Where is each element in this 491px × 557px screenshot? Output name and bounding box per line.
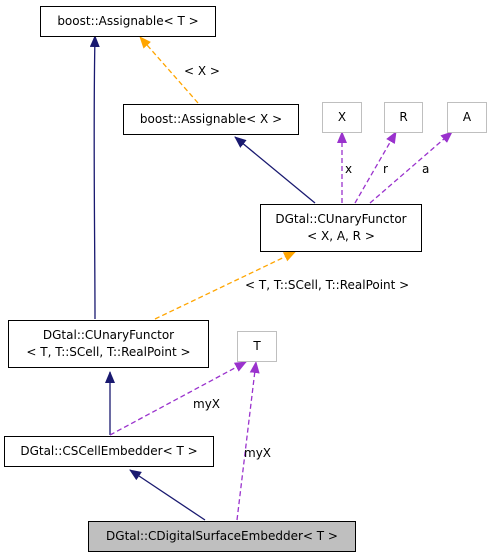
node-cunary-functor-t[interactable]: DGtal::CUnaryFunctor < T, T::SCell, T::R… <box>8 320 209 368</box>
edge-cdigital-to-T <box>236 361 260 521</box>
node-R[interactable]: R <box>384 102 423 133</box>
edge-label-r: r <box>383 162 388 176</box>
node-label: X <box>337 110 347 124</box>
node-T[interactable]: T <box>237 331 277 362</box>
edge-assignable-x-to-assignable-t <box>139 36 199 104</box>
node-cdigital-surface-embedder[interactable]: DGtal::CDigitalSurfaceEmbedder< T > <box>88 521 356 552</box>
edge-cunary-xar-to-R <box>354 131 397 204</box>
edge-label-myx-left: myX <box>193 397 221 411</box>
node-label: DGtal::CSCellEmbedder< T > <box>20 444 198 458</box>
node-label-line2: < T, T::SCell, T::RealPoint > <box>26 345 191 359</box>
node-boost-assignable-x[interactable]: boost::Assignable< X > <box>123 104 299 135</box>
edge-cunary-t-to-cunary-xar <box>154 251 296 320</box>
edge-cunary-xar-to-A <box>369 131 453 204</box>
edge-label-template-x: < X > <box>184 64 220 78</box>
node-cunary-functor-xar[interactable]: DGtal::CUnaryFunctor < X, A, R > <box>260 204 422 252</box>
node-A[interactable]: A <box>447 102 487 133</box>
edge-label-a: a <box>422 162 430 176</box>
node-boost-assignable-t[interactable]: boost::Assignable< T > <box>40 6 216 37</box>
edge-cscell-to-T <box>109 361 247 436</box>
node-label: A <box>462 110 472 124</box>
node-label: boost::Assignable< T > <box>57 14 199 28</box>
edge-label-x: x <box>345 162 353 176</box>
node-label-line1: DGtal::CUnaryFunctor <box>275 212 407 226</box>
node-label-line1: DGtal::CUnaryFunctor <box>42 328 175 342</box>
edge-cunary-t-to-assignable-t <box>89 35 100 320</box>
edge-cdigital-to-cscell <box>129 469 206 521</box>
edge-label-template-t-scell: < T, T::SCell, T::RealPoint > <box>245 278 410 292</box>
node-label: T <box>253 339 261 353</box>
node-label: DGtal::CDigitalSurfaceEmbedder< T > <box>106 529 338 543</box>
node-label: R <box>399 110 408 124</box>
node-label: boost::Assignable< X > <box>139 112 283 126</box>
node-label-line2: < X, A, R > <box>307 229 375 243</box>
edge-label-myx-right: myX <box>244 446 272 460</box>
edge-cunary-xar-to-assignable-x <box>234 136 316 204</box>
node-X[interactable]: X <box>322 102 362 133</box>
node-cscell-embedder[interactable]: DGtal::CSCellEmbedder< T > <box>4 436 214 467</box>
